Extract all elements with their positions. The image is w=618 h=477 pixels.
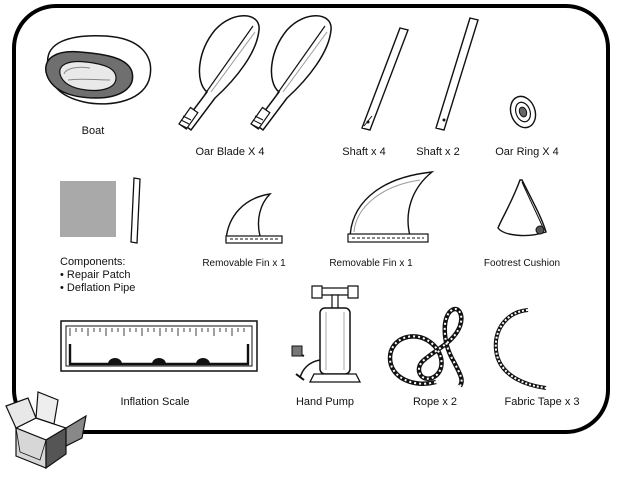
footrest-cushion-icon: [497, 179, 547, 237]
oar-blade-label: Oar Blade X 4: [195, 146, 265, 158]
oar-ring-label: Oar Ring X 4: [495, 146, 559, 158]
fabric-tape-label: Fabric Tape x 3: [504, 396, 580, 408]
shaft-label-a: Shaft x 4: [342, 146, 386, 158]
components-list: Components: Repair Patch Deflation Pipe: [60, 256, 135, 295]
rope-icon: [387, 306, 464, 388]
footrest-label: Footrest Cushion: [483, 258, 561, 269]
open-box-icon: [5, 391, 87, 470]
hand-pump-icon: [291, 285, 362, 383]
components-title: Components:: [60, 256, 126, 268]
rope-label: Rope x 2: [412, 396, 458, 408]
fin-icon: [347, 171, 435, 243]
deflation-pipe-icon: [130, 177, 141, 244]
fin-label-b: Removable Fin x 1: [329, 258, 413, 269]
oar-blade-icon: [178, 15, 332, 132]
inflation-scale-label: Inflation Scale: [120, 396, 190, 408]
boat-icon: [45, 34, 152, 105]
shaft-icon: [435, 17, 479, 131]
fin-label-a: Removable Fin x 1: [202, 258, 286, 269]
shaft-label-b: Shaft x 2: [416, 146, 460, 158]
hand-pump-label: Hand Pump: [295, 396, 355, 408]
component-item: Deflation Pipe: [60, 282, 136, 295]
fabric-tape-icon: [493, 308, 547, 390]
component-item: Repair Patch: [60, 269, 135, 282]
shaft-icon: [361, 27, 409, 131]
inflation-scale-icon: [60, 320, 258, 372]
fin-icon: [225, 192, 283, 244]
boat-label: Boat: [81, 125, 105, 137]
repair-patch-icon: [60, 181, 116, 237]
oar-ring-icon: [509, 95, 537, 129]
